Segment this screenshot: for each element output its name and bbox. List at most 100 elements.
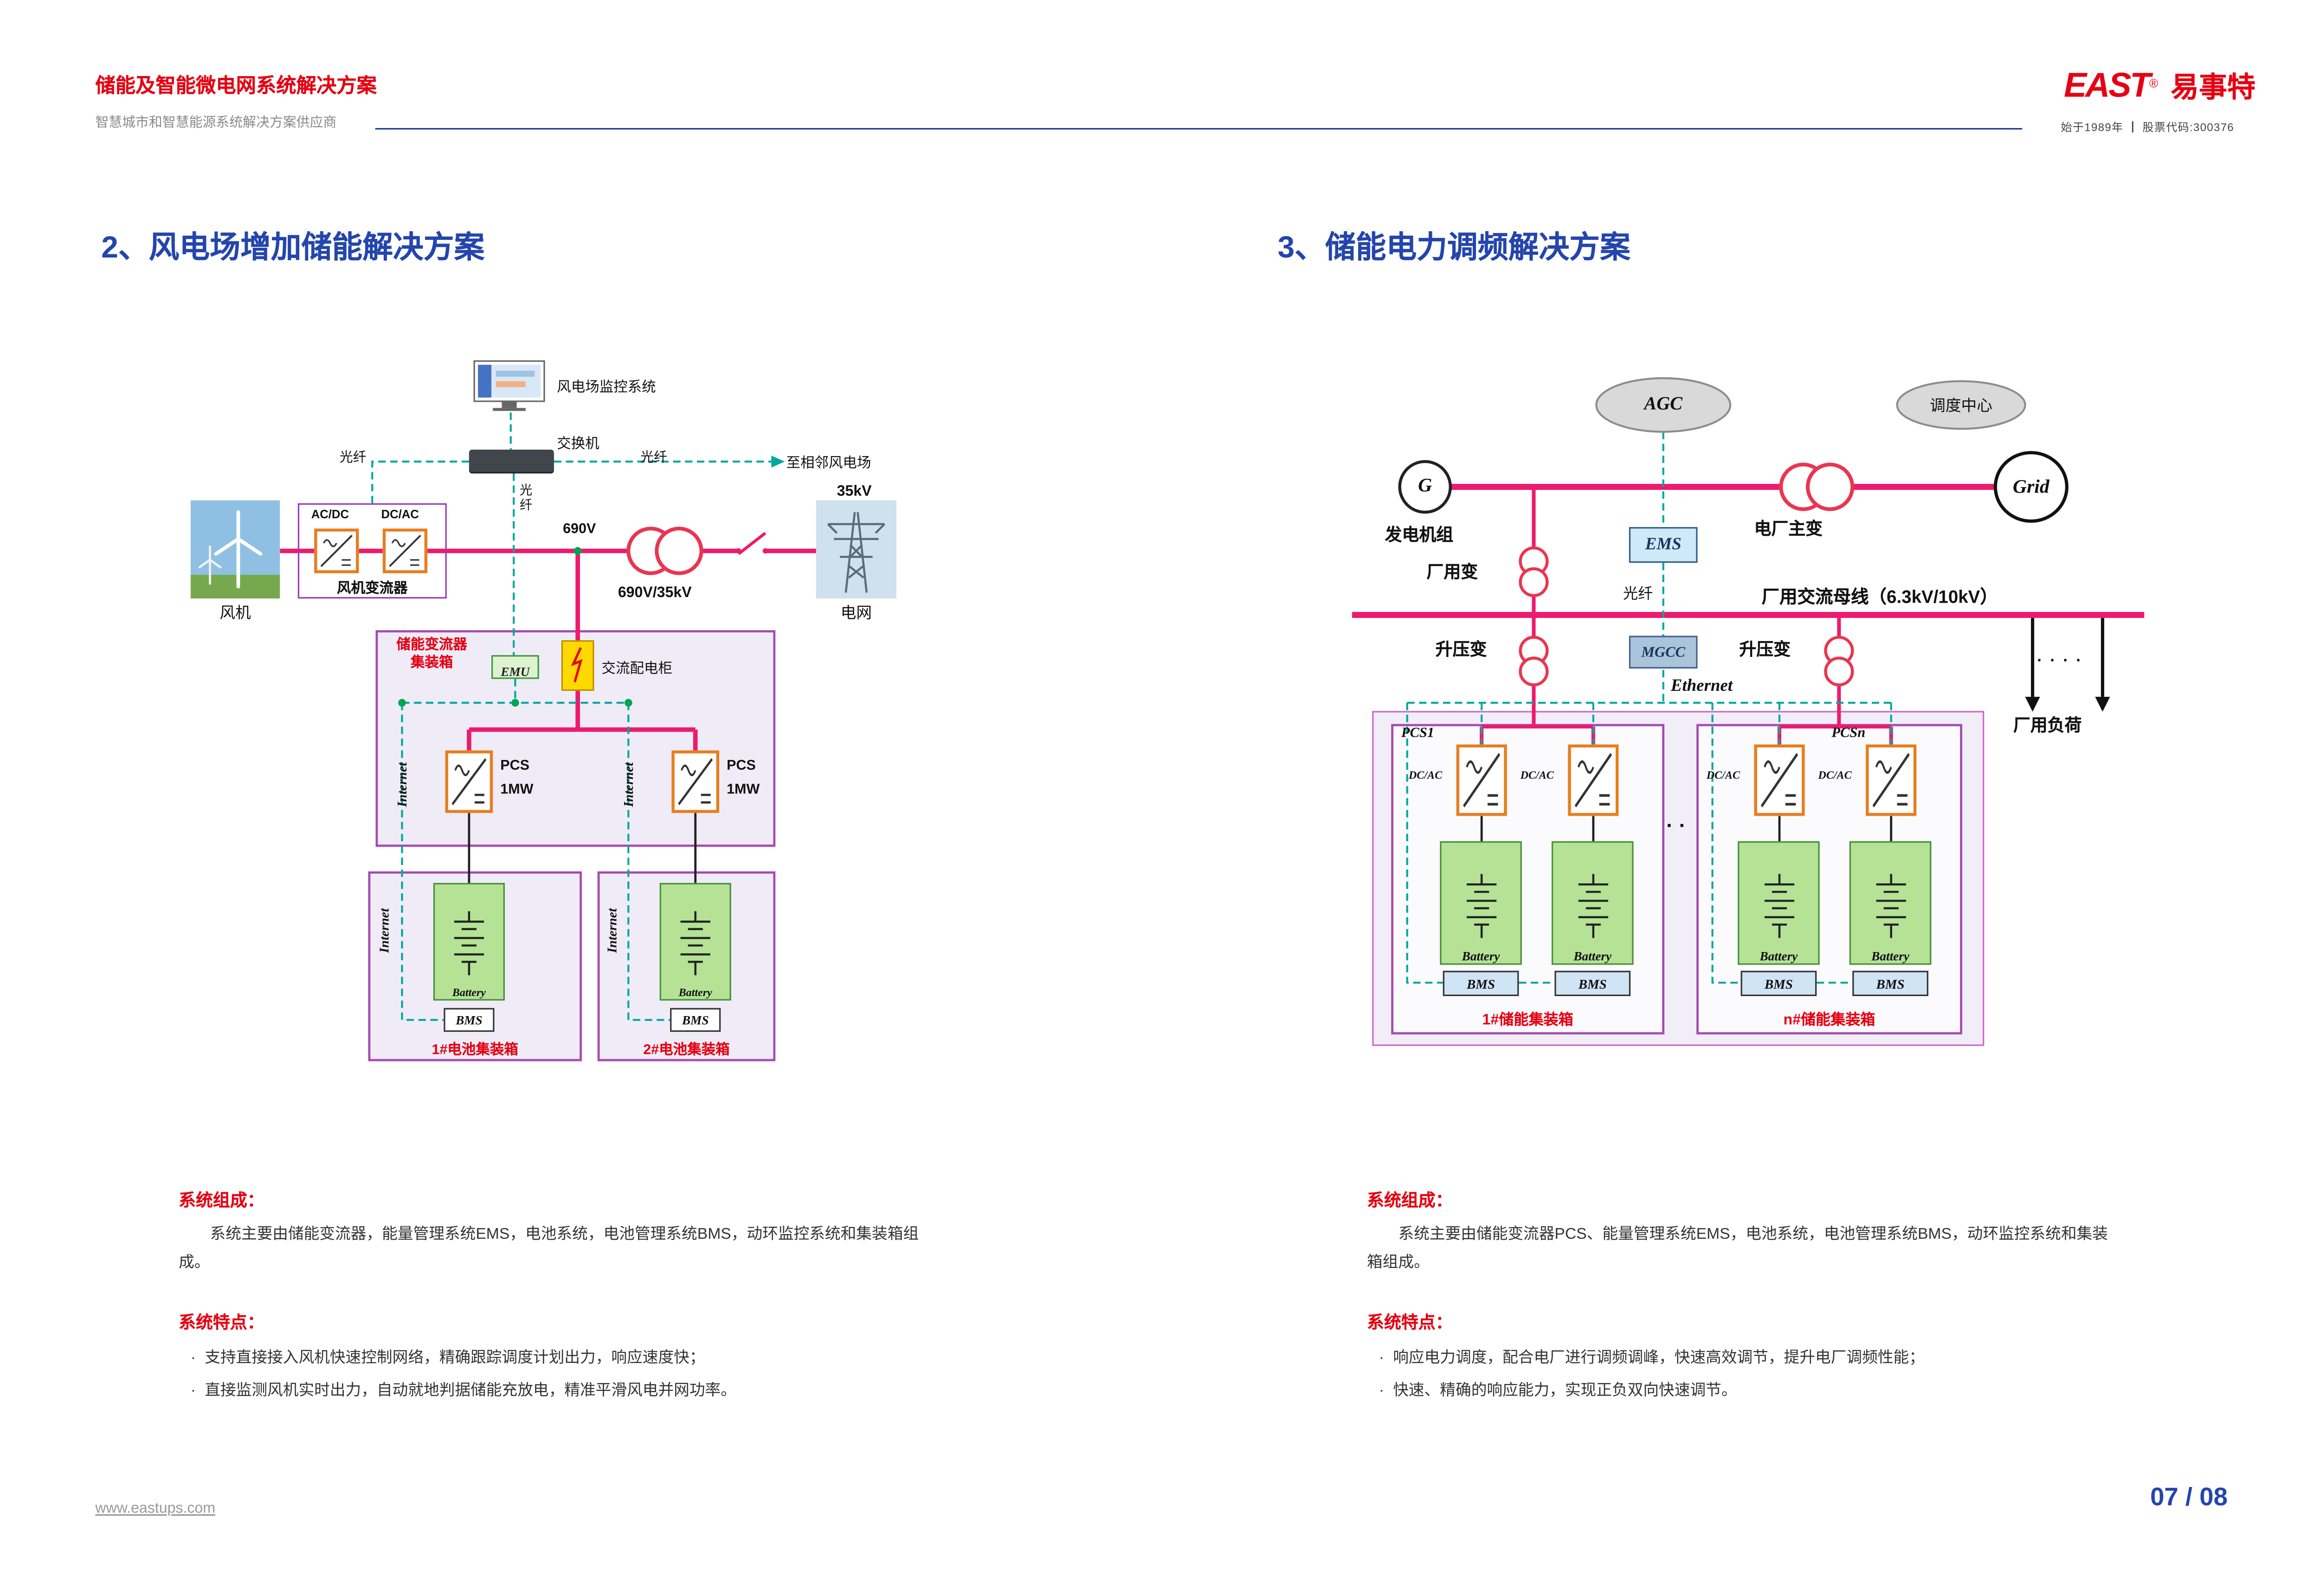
battery-symbol [1578,874,1608,938]
battery-container2-label: 2#电池集装箱 [643,1042,730,1059]
battery1-box: Battery [433,883,505,1001]
generator-g-label: G [1418,473,1432,496]
battery1-label: Battery [452,985,486,999]
pcs1-converter-icon [445,750,493,813]
r-bms1-box: BMS [1443,971,1519,996]
emu-label: EMU [501,664,530,679]
storage-container1-label: 1#储能集装箱 [1482,1012,1573,1029]
load-dots: · · · · [2037,652,2083,670]
right-features-title: 系统特点： [1367,1314,1453,1333]
page-number: 07 / 08 [2150,1483,2228,1512]
plant-load-label: 厂用负荷 [2013,717,2082,736]
battery-symbol [1764,874,1794,938]
right-composition-title: 系统组成： [1367,1192,1453,1211]
r-battery3-box: Battery [1738,841,1820,965]
dcac-label: DC/AC [381,508,419,521]
fiber-left-label: 光纤 [339,450,367,465]
dcac-converter-icon-1 [1456,744,1507,816]
container-ellipsis: · · [1666,813,1686,837]
switch-icon [469,450,554,472]
dcac-label-4: DC/AC [1818,768,1852,782]
boost2-label: 升压变 [1739,642,1791,660]
dcac-converter-icon-3 [1754,744,1805,816]
pcs1-power: 1MW [500,781,534,798]
pcs2-label: PCS [727,758,756,774]
grid-circle [1993,451,2069,523]
pcs2-power: 1MW [727,781,760,798]
list-item: ·直接监测风机实时出力，自动就地判据储能充放电，精准平滑风电并网功率。 [190,1381,736,1399]
emu-box: EMU [491,655,539,679]
mgcc-box: MGCC [1629,636,1698,669]
r-battery1-box: Battery [1440,841,1522,965]
turbine-label: 风机 [219,604,251,623]
transmission-tower-image [816,500,896,599]
acdc-label: AC/DC [311,508,349,521]
generator-circle [1398,460,1452,514]
left-dc-links [468,813,697,883]
r-bms2-box: BMS [1554,971,1631,996]
dispatch-ellipse [1896,380,2026,430]
generator-label: 发电机组 [1385,527,1454,545]
main-transformer-icon [1779,463,1855,511]
r-bms3-box: BMS [1740,971,1817,996]
v690-label: 690V [563,521,596,538]
dcac-label-2: DC/AC [1520,768,1554,782]
turbine-converter-box [297,503,447,599]
r-battery2-box: Battery [1551,841,1634,965]
left-section-heading: 2、风电场增加储能解决方案 [101,231,485,265]
left-composition-title: 系统组成： [179,1192,264,1211]
battery-symbol [1875,874,1906,938]
r-battery4-box: Battery [1849,841,1932,965]
website-link[interactable]: www.eastups.com [95,1500,216,1518]
r-bms4-box: BMS [1852,971,1928,996]
logo-cn-text: 易事特 [2171,73,2256,104]
bullet-glyph: · [1379,1349,1384,1367]
wind-turbine-image [190,500,280,599]
pcs2-converter-icon [671,750,720,813]
right-dc-links [1480,816,1893,842]
ethernet-label: Ethernet [1670,677,1733,695]
fiber-label: 光纤 [1623,586,1653,603]
pcs1-tag: PCS1 [1401,727,1435,742]
fiber-down-label: 光纤 [520,482,533,512]
bullet-glyph: · [190,1381,196,1399]
battery2-label: Battery [678,985,712,999]
bullet-glyph: · [190,1349,196,1367]
list-item: ·支持直接接入风机快速控制网络，精确跟踪调度计划出力，响应速度快； [190,1349,705,1367]
plant-transformer-label: 厂用变 [1426,564,1478,582]
left-composition-text: 系统主要由储能变流器，能量管理系统EMS，电池系统，电池管理系统BMS，动环监控… [179,1225,919,1272]
internet-label-3: Internet [376,908,392,953]
right-comm-lines [1406,431,1892,984]
turbine-converter-label: 风机变流器 [337,580,408,597]
grid-node-label: Grid [2012,475,2049,497]
right-section-heading: 3、储能电力调频解决方案 [1277,231,1630,265]
list-item: ·快速、精确的响应能力，实现正负双向快速调节。 [1379,1381,1737,1399]
east-logo: EAST® 易事特 [2064,65,2256,106]
right-features-list: ·响应电力调度，配合电厂进行调频调峰，快速高效调节，提升电厂调频性能； ·快速、… [1379,1343,2124,1407]
doc-title: 储能及智能微电网系统解决方案 [95,74,377,97]
internet-label-1: Internet [394,762,410,807]
list-item: ·响应电力调度，配合电厂进行调频调峰，快速高效调节，提升电厂调频性能； [1379,1349,1925,1367]
ac-cabinet-label: 交流配电柜 [601,661,673,678]
boost1-label: 升压变 [1435,642,1487,660]
bms2-box: BMS [670,1008,721,1032]
battery-symbol [1466,874,1496,938]
left-transformer-icon [626,527,703,575]
header-divider [375,128,2023,130]
monitor-label: 风电场监控系统 [557,380,656,396]
pcs1-label: PCS [500,758,530,774]
dcac-converter-icon-2 [1568,744,1619,816]
bullet-glyph: · [1379,1381,1384,1399]
internet-label-4: Internet [604,908,620,953]
dcac-label-1: DC/AC [1408,768,1443,782]
plant-transformer-icon [1519,546,1549,597]
internet-label-2: Internet [621,762,636,807]
main-transformer-label: 电厂主变 [1754,521,1823,539]
battery-container1-label: 1#电池集装箱 [432,1042,518,1059]
ac-distribution-cabinet-icon [561,640,594,691]
bms1-box: BMS [444,1008,495,1032]
grid-label: 电网 [840,604,872,623]
storage-container-label: 储能变流器 集装箱 [396,637,467,672]
left-features-list: ·支持直接接入风机快速控制网络，精确跟踪调度计划出力，响应速度快； ·直接监测风… [191,1343,935,1407]
logo-reg-mark: ® [2149,77,2158,90]
